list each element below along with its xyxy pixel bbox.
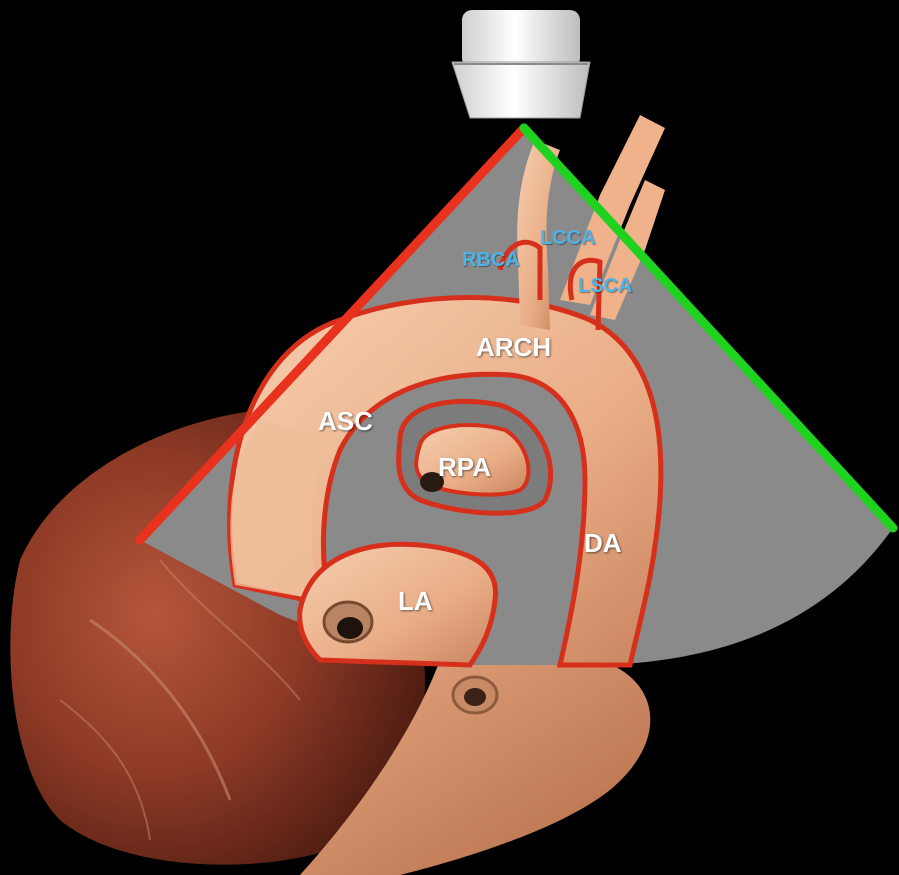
probe-head — [452, 62, 590, 118]
label-rbca: RBCA — [462, 250, 520, 270]
label-arch: ARCH — [476, 334, 551, 360]
pulmonary-vein-lumen — [337, 617, 363, 639]
label-asc: ASC — [318, 408, 373, 434]
label-rpa: RPA — [438, 454, 491, 480]
label-lsca: LSCA — [578, 276, 632, 296]
label-lcca: LCCA — [540, 228, 596, 248]
vessel-opening-inner — [464, 688, 486, 706]
label-da: DA — [584, 530, 622, 556]
probe-body — [462, 10, 580, 68]
label-la: LA — [398, 588, 433, 614]
